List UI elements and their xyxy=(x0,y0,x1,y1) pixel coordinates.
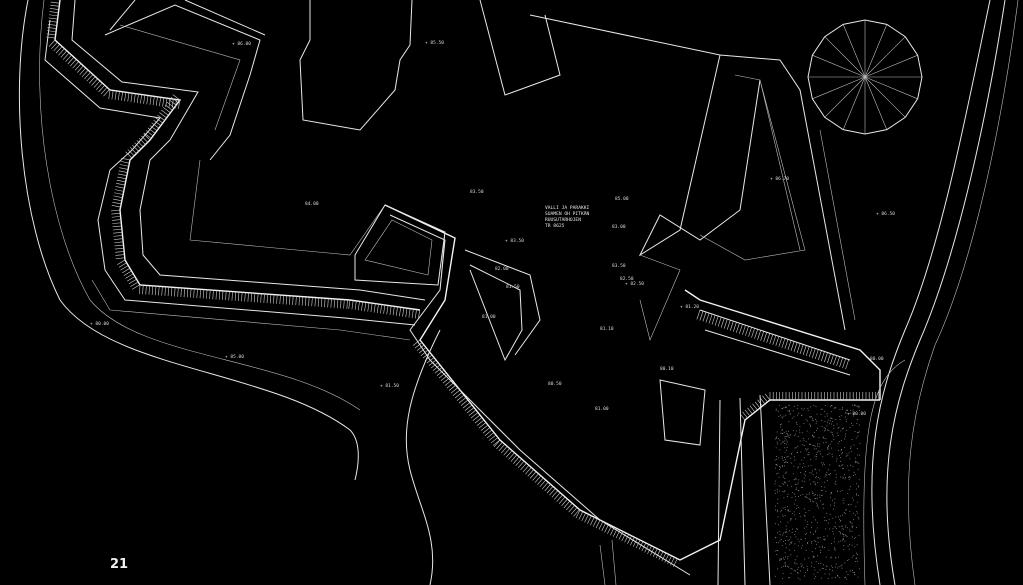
central-bastion xyxy=(354,204,880,576)
elevation-label: 82.50 xyxy=(620,276,634,282)
central-building-outline xyxy=(299,0,413,131)
elevation-label: 83.50 xyxy=(470,189,484,195)
barracks-roof xyxy=(639,74,856,341)
elevation-label: 82.00 xyxy=(495,266,509,272)
elevation-label: + 80.00 xyxy=(847,411,866,417)
left-bastion-wall xyxy=(44,0,426,341)
right-river-lines xyxy=(863,0,1019,585)
elevation-label: + 86.00 xyxy=(232,41,251,47)
elevation-label: 81.10 xyxy=(600,326,614,332)
elevation-label: 81.00 xyxy=(482,314,496,320)
elevation-label: + 85.50 xyxy=(425,40,444,46)
lower-road-curve-2 xyxy=(599,539,617,585)
elevation-label: 80.10 xyxy=(660,366,674,372)
plan-note-line-1: VALLI JA PARAKKI xyxy=(545,205,589,211)
upper-building-outline xyxy=(104,0,266,161)
sheet-number: 21 xyxy=(110,557,128,572)
elevation-label: 83.50 xyxy=(612,263,626,269)
central-wall-hatching xyxy=(412,309,880,567)
elevation-label: 83.00 xyxy=(612,224,626,230)
right-bastion xyxy=(659,289,881,585)
round-tower xyxy=(807,19,923,135)
plan-note-line-4: TR 8625 xyxy=(545,223,565,229)
plan-note-line-2: SUAMEN OH PITKÄN xyxy=(545,210,589,217)
elevation-label: + 81.20 xyxy=(680,304,699,310)
elevation-label: + 85.00 xyxy=(225,354,244,360)
elevation-label: + 86.50 xyxy=(876,211,895,217)
outer-boundary-curve-inner xyxy=(39,0,361,411)
gravel-texture xyxy=(774,404,861,581)
outer-boundary-curve xyxy=(18,0,359,481)
elevation-label: 84.00 xyxy=(305,201,319,207)
barracks-building xyxy=(479,0,846,331)
upper-building-roof xyxy=(119,24,446,291)
elevation-label: 80.50 xyxy=(548,381,562,387)
elevation-label: + 86.70 xyxy=(770,176,789,182)
elevation-label: 81.50 xyxy=(506,284,520,290)
plan-note-line-3: RUUSUTARHOJEN xyxy=(545,217,581,223)
elevation-label: + 81.50 xyxy=(380,383,399,389)
elevation-label: + 83.50 xyxy=(505,238,524,244)
elevation-label: + 82.50 xyxy=(625,281,644,287)
elevation-labels: + 85.00 + 80.00 84.00 83.50 + 81.50 85.00 82.0… xyxy=(90,40,895,417)
lower-road-curve xyxy=(405,329,441,585)
elevation-label: + 80.00 xyxy=(90,321,109,327)
elevation-label: 80.00 xyxy=(870,356,884,362)
elevation-label: 85.00 xyxy=(615,196,629,202)
elevation-label: 81.00 xyxy=(595,406,609,412)
left-wall-hatching xyxy=(46,0,420,319)
